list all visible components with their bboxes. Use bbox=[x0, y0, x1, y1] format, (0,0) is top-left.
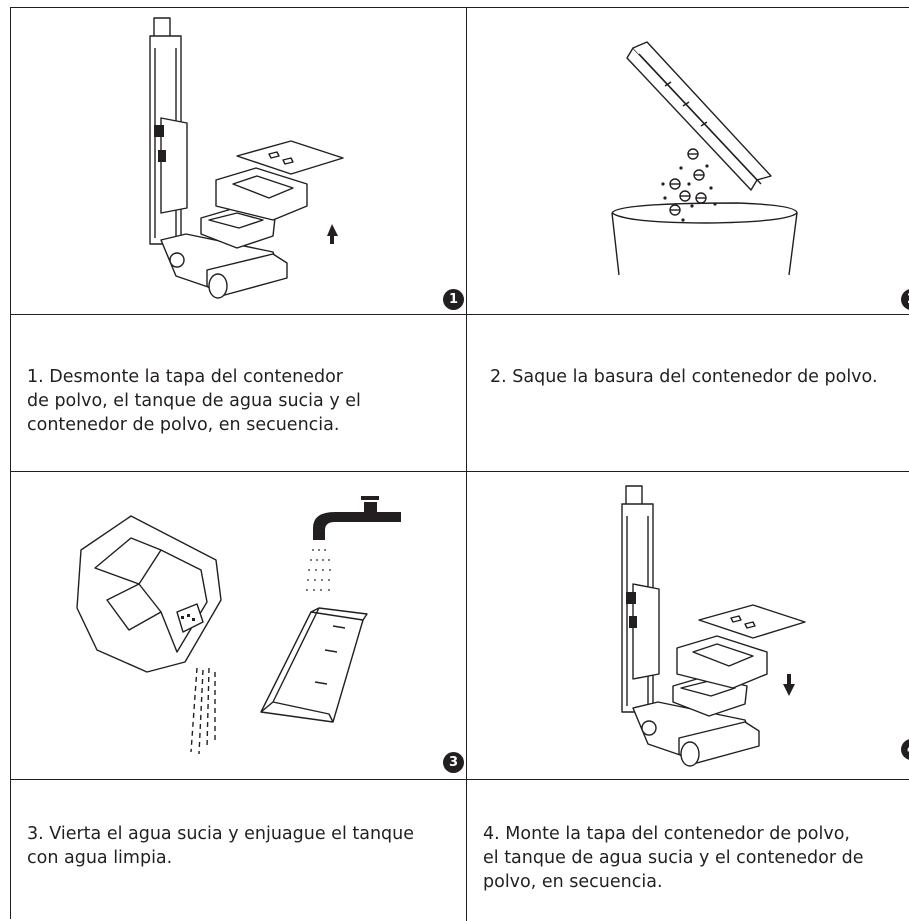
step-3-cell: 3. Vierta el agua sucia y enjuague el ta… bbox=[11, 780, 467, 921]
step-4-cell: 4. Monte la tapa del contenedor de polvo… bbox=[467, 780, 909, 921]
step-2-caption: 2. Saque la basura del contenedor de pol… bbox=[490, 367, 878, 387]
step-3-caption: 3. Vierta el agua sucia y enjuague el ta… bbox=[27, 824, 415, 868]
vacuum-assembly-drawing bbox=[621, 485, 806, 767]
step-4-caption: 4. Monte la tapa del contenedor de polvo… bbox=[483, 824, 864, 892]
vacuum-disassembly-drawing bbox=[149, 17, 344, 299]
emptying-dust-bin-drawing bbox=[611, 41, 798, 276]
step-2-badge: 2 bbox=[901, 289, 909, 310]
step-2-illustration: 2 bbox=[467, 8, 909, 315]
step-4-badge: 4 bbox=[901, 739, 909, 760]
step-3-illustration: 3 bbox=[11, 472, 467, 780]
step-3-badge: 3 bbox=[443, 752, 464, 773]
step-1-illustration: 1 bbox=[11, 8, 467, 315]
step-4-illustration: 4 bbox=[467, 472, 909, 780]
step-1-badge: 1 bbox=[443, 289, 464, 310]
step-1-cell: 1. Desmonte la tapa del contenedor de po… bbox=[11, 315, 467, 472]
step-2-cell: 2. Saque la basura del contenedor de pol… bbox=[467, 315, 909, 472]
step-1-caption: 1. Desmonte la tapa del contenedor de po… bbox=[27, 367, 361, 435]
instruction-grid: 1 2 1. Desmonte la bbox=[10, 7, 909, 921]
rinsing-tank-drawing bbox=[76, 496, 401, 755]
